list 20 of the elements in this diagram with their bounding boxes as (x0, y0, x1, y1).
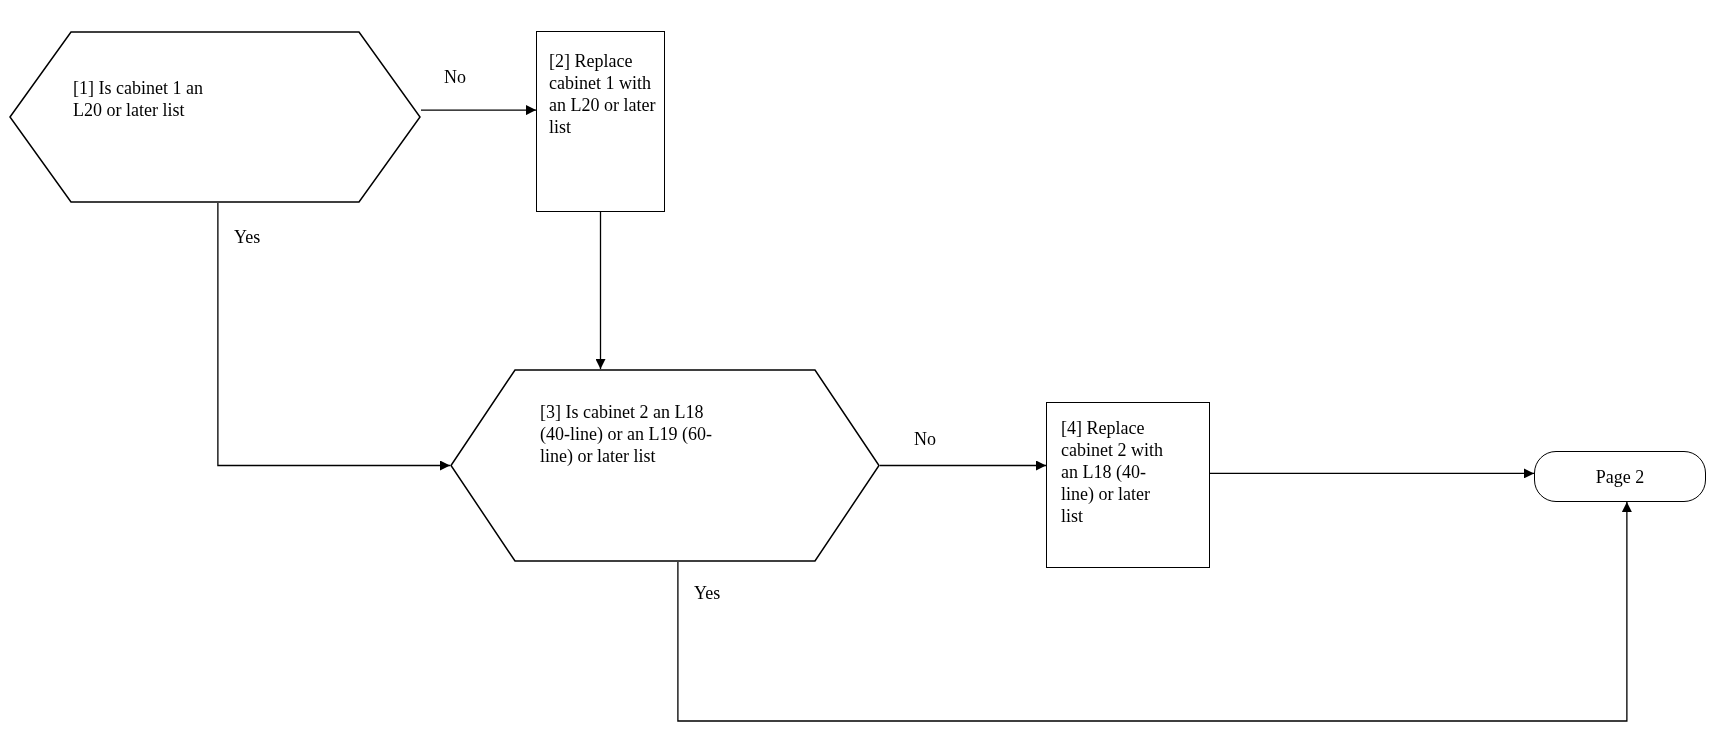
process-box (536, 31, 665, 212)
node-text: Page 2 (1595, 465, 1645, 488)
terminal-box (1534, 451, 1706, 502)
edge-label: Yes (234, 226, 261, 248)
edge-label: Yes (694, 582, 721, 604)
decision-hexagon (450, 369, 880, 562)
node-text: [3] Is cabinet 2 an L18 (40-line) or an L19 (60-line) or later list (540, 401, 712, 467)
edge-label: No (914, 428, 936, 450)
arrow (879, 460, 1047, 471)
node-text: [4] Replace cabinet 2 with an L18 (40-line) or later list (1061, 417, 1164, 527)
arrow (595, 211, 606, 370)
node-text: [1] Is cabinet 1 an L20 or later list (73, 77, 204, 121)
decision-hexagon (9, 31, 421, 203)
arrow (677, 501, 1632, 722)
edge-label: No (444, 66, 466, 88)
arrow (420, 105, 537, 116)
node-text: [2] Replace cabinet 1 with an L20 or later list (549, 50, 657, 138)
arrow (1209, 468, 1535, 479)
arrow (217, 202, 451, 471)
process-box (1046, 402, 1210, 568)
